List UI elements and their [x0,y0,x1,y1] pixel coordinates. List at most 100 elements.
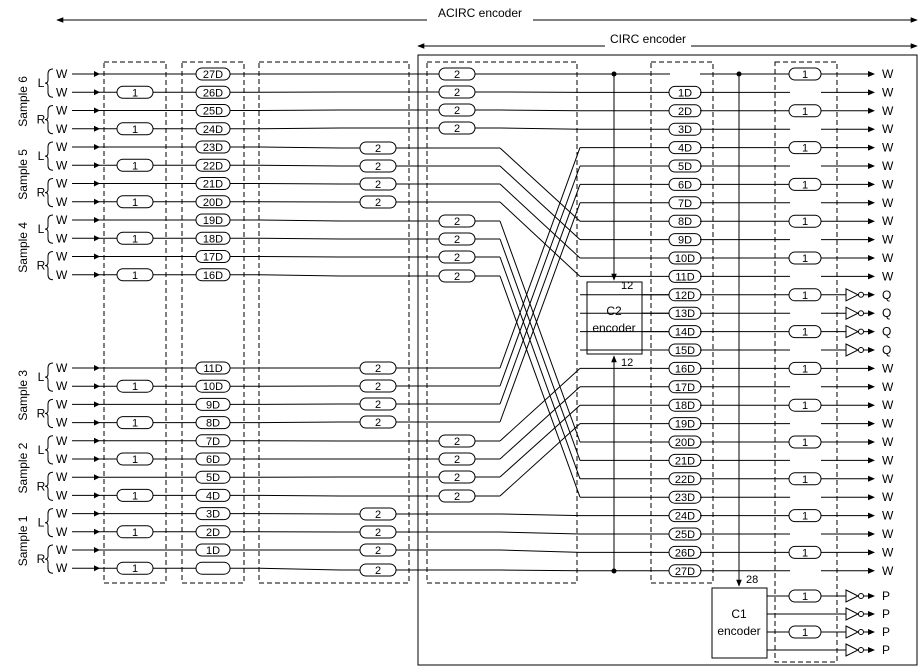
delay-two-pill-shape [438,470,476,484]
scramble-cross-2 [499,275,581,498]
scramble-cross-2 [499,147,581,222]
scramble-cross-2 [499,127,581,130]
output-word-label: W [882,545,894,559]
circ-delay-pill: 8D [678,216,692,228]
channel-label: R [37,113,46,127]
circ-delay-pill: 10D [675,253,695,265]
input-arrow [94,547,100,553]
output-arrow [868,181,875,188]
output-arrow [868,383,875,390]
scramble-cross-2 [499,569,581,572]
scramble-cross [259,109,341,111]
scramble-cross-2 [499,165,581,387]
scramble-cross-2 [499,202,581,423]
input-word-label: W [56,525,68,539]
delay-two-pill-shape [438,232,476,246]
input-delay-pill: 18D [203,233,223,245]
input-delay-pill: 7D [206,436,220,448]
input-delay-pill: 20D [203,197,223,209]
input-arrow [94,180,100,187]
delay-one-pill-shape [116,158,154,172]
delay-one-pill: 1 [132,124,138,136]
scramble-cross [259,164,341,167]
delay-one-pill-shape [116,379,154,393]
scramble-cross [259,183,341,185]
input-delay-pill-shape [195,397,231,411]
output-arrow [868,512,875,519]
input-arrow [94,253,100,260]
parity-q-label: Q [882,325,891,339]
channel-brace [44,362,54,392]
circ-delay-pill: 9D [678,235,692,247]
scramble-cross-2 [499,404,581,478]
input-word-label: W [56,213,68,227]
input-word-label: W [56,488,68,502]
delay-two-pill-shape [359,543,397,557]
inverter-icon [845,324,860,339]
output-word-label: W [882,177,894,191]
scramble-cross-2 [499,165,581,240]
inverter-icon [845,306,860,321]
sample-label: Sample 2 [16,442,30,493]
delay-two-pill: 2 [375,545,381,557]
channel-brace [44,141,54,171]
output-arrow [868,531,875,537]
input-delay-pill-shape [195,434,231,448]
output-delay-one-pill: 1 [802,69,808,81]
delay-one-pill-shape [116,525,154,539]
delay-one-pill: 1 [132,490,138,502]
input-delay-pill-shape [195,104,231,117]
acirc-title: ACIRC encoder [438,6,522,20]
input-delay-pill-shape [195,470,231,484]
scramble-cross-2 [499,368,581,442]
output-arrow [868,647,875,653]
output-delay-one-pill: 1 [802,363,808,375]
circ-delay-pill: 16D [675,363,695,375]
output-word-label: W [882,472,894,486]
input-word-label: W [56,122,68,136]
circ-delay-pill: 5D [678,161,692,173]
scramble-cross [259,567,341,571]
channel-brace [44,435,54,465]
output-word-label: W [882,196,894,210]
delay-two-pill-shape [438,452,476,466]
p-delay-one-pill-shape [788,625,822,639]
input-word-label: W [56,140,68,154]
output-delay-one-pill: 1 [802,179,808,191]
delay-two-pill: 2 [454,252,460,264]
input-word-label: W [56,470,68,484]
parity-p-label: P [882,607,890,621]
delay-two-pill: 2 [454,105,460,117]
input-word-label: W [56,268,68,282]
delay-two-pill-shape [359,525,397,539]
input-delay-pill-shape [195,543,231,557]
output-word-label: W [882,251,894,265]
output-arrow [868,629,875,635]
output-arrow [868,328,875,335]
output-delay-one-pill: 1 [802,474,808,486]
channel-label: R [37,186,46,200]
input-word-label: W [56,507,68,521]
delay-one-pill-shape [116,268,154,282]
circ-delay-stage-box [650,61,714,584]
input-arrow [94,125,100,132]
output-arrow [868,273,875,280]
output-word-label: W [882,269,894,283]
input-delay-pill: 5D [206,472,220,484]
parity-p-label: P [882,589,890,603]
delay-two-pill: 2 [375,565,381,577]
output-arrow [868,218,875,225]
delay-one-pill-shape [116,195,154,209]
output-arrow [868,347,875,353]
input-arrow [94,383,100,390]
input-delay-pill: 6D [206,454,220,466]
input-word-label: W [56,361,68,375]
scramble-cross-2 [499,220,581,443]
input-delay-pill: 10D [203,381,223,393]
c2-subtitle: encoder [592,321,635,335]
delay-one-pill: 1 [132,197,138,209]
circ-delay-pill: 13D [675,308,695,320]
input-arrow [94,107,100,114]
circ-delay-pill: 18D [675,400,695,412]
circ-span: CIRC encoder [417,32,918,49]
